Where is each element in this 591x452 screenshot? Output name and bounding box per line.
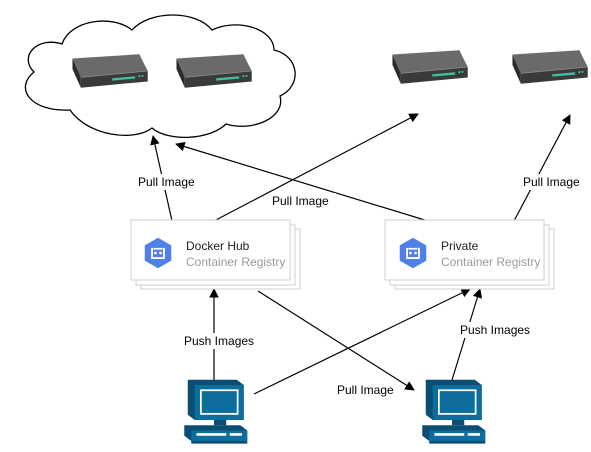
edge-labels: Pull Image Pull Image Pull Image Pull Im… [136,174,586,398]
edge-label-pull-image: Pull Image [138,175,195,189]
desktop-computer-icon[interactable] [184,379,248,444]
server-box-icon [391,49,469,85]
registry-title: Private [441,239,479,253]
edge-label-pull-image: Pull Image [272,194,329,208]
edge-label-push-images: Push Images [460,323,530,337]
edge-private-to-cloud [175,141,429,222]
registry-subtitle: Container Registry [441,255,540,269]
registry-subtitle: Container Registry [186,255,285,269]
edge-private-to-server4 [513,114,571,222]
edge-dockerhub-to-computer2 [257,290,415,391]
docker-hub-registry[interactable]: Docker Hub Container Registry [130,219,301,290]
registry-title: Docker Hub [186,239,250,253]
private-registry[interactable]: Private Container Registry [384,219,555,290]
edge-label-pull-image: Pull Image [523,175,580,189]
desktop-computer-icon[interactable] [422,379,486,444]
cloud [24,14,296,138]
cloud-icon [24,14,296,138]
servers-right [391,49,589,85]
edge-computer1-to-private [253,288,471,395]
edge-label-push-images: Push Images [184,334,254,348]
edge-dockerhub-to-server3 [213,113,419,222]
edge-label-pull-image: Pull Image [337,383,394,397]
server-box-icon [511,49,589,85]
